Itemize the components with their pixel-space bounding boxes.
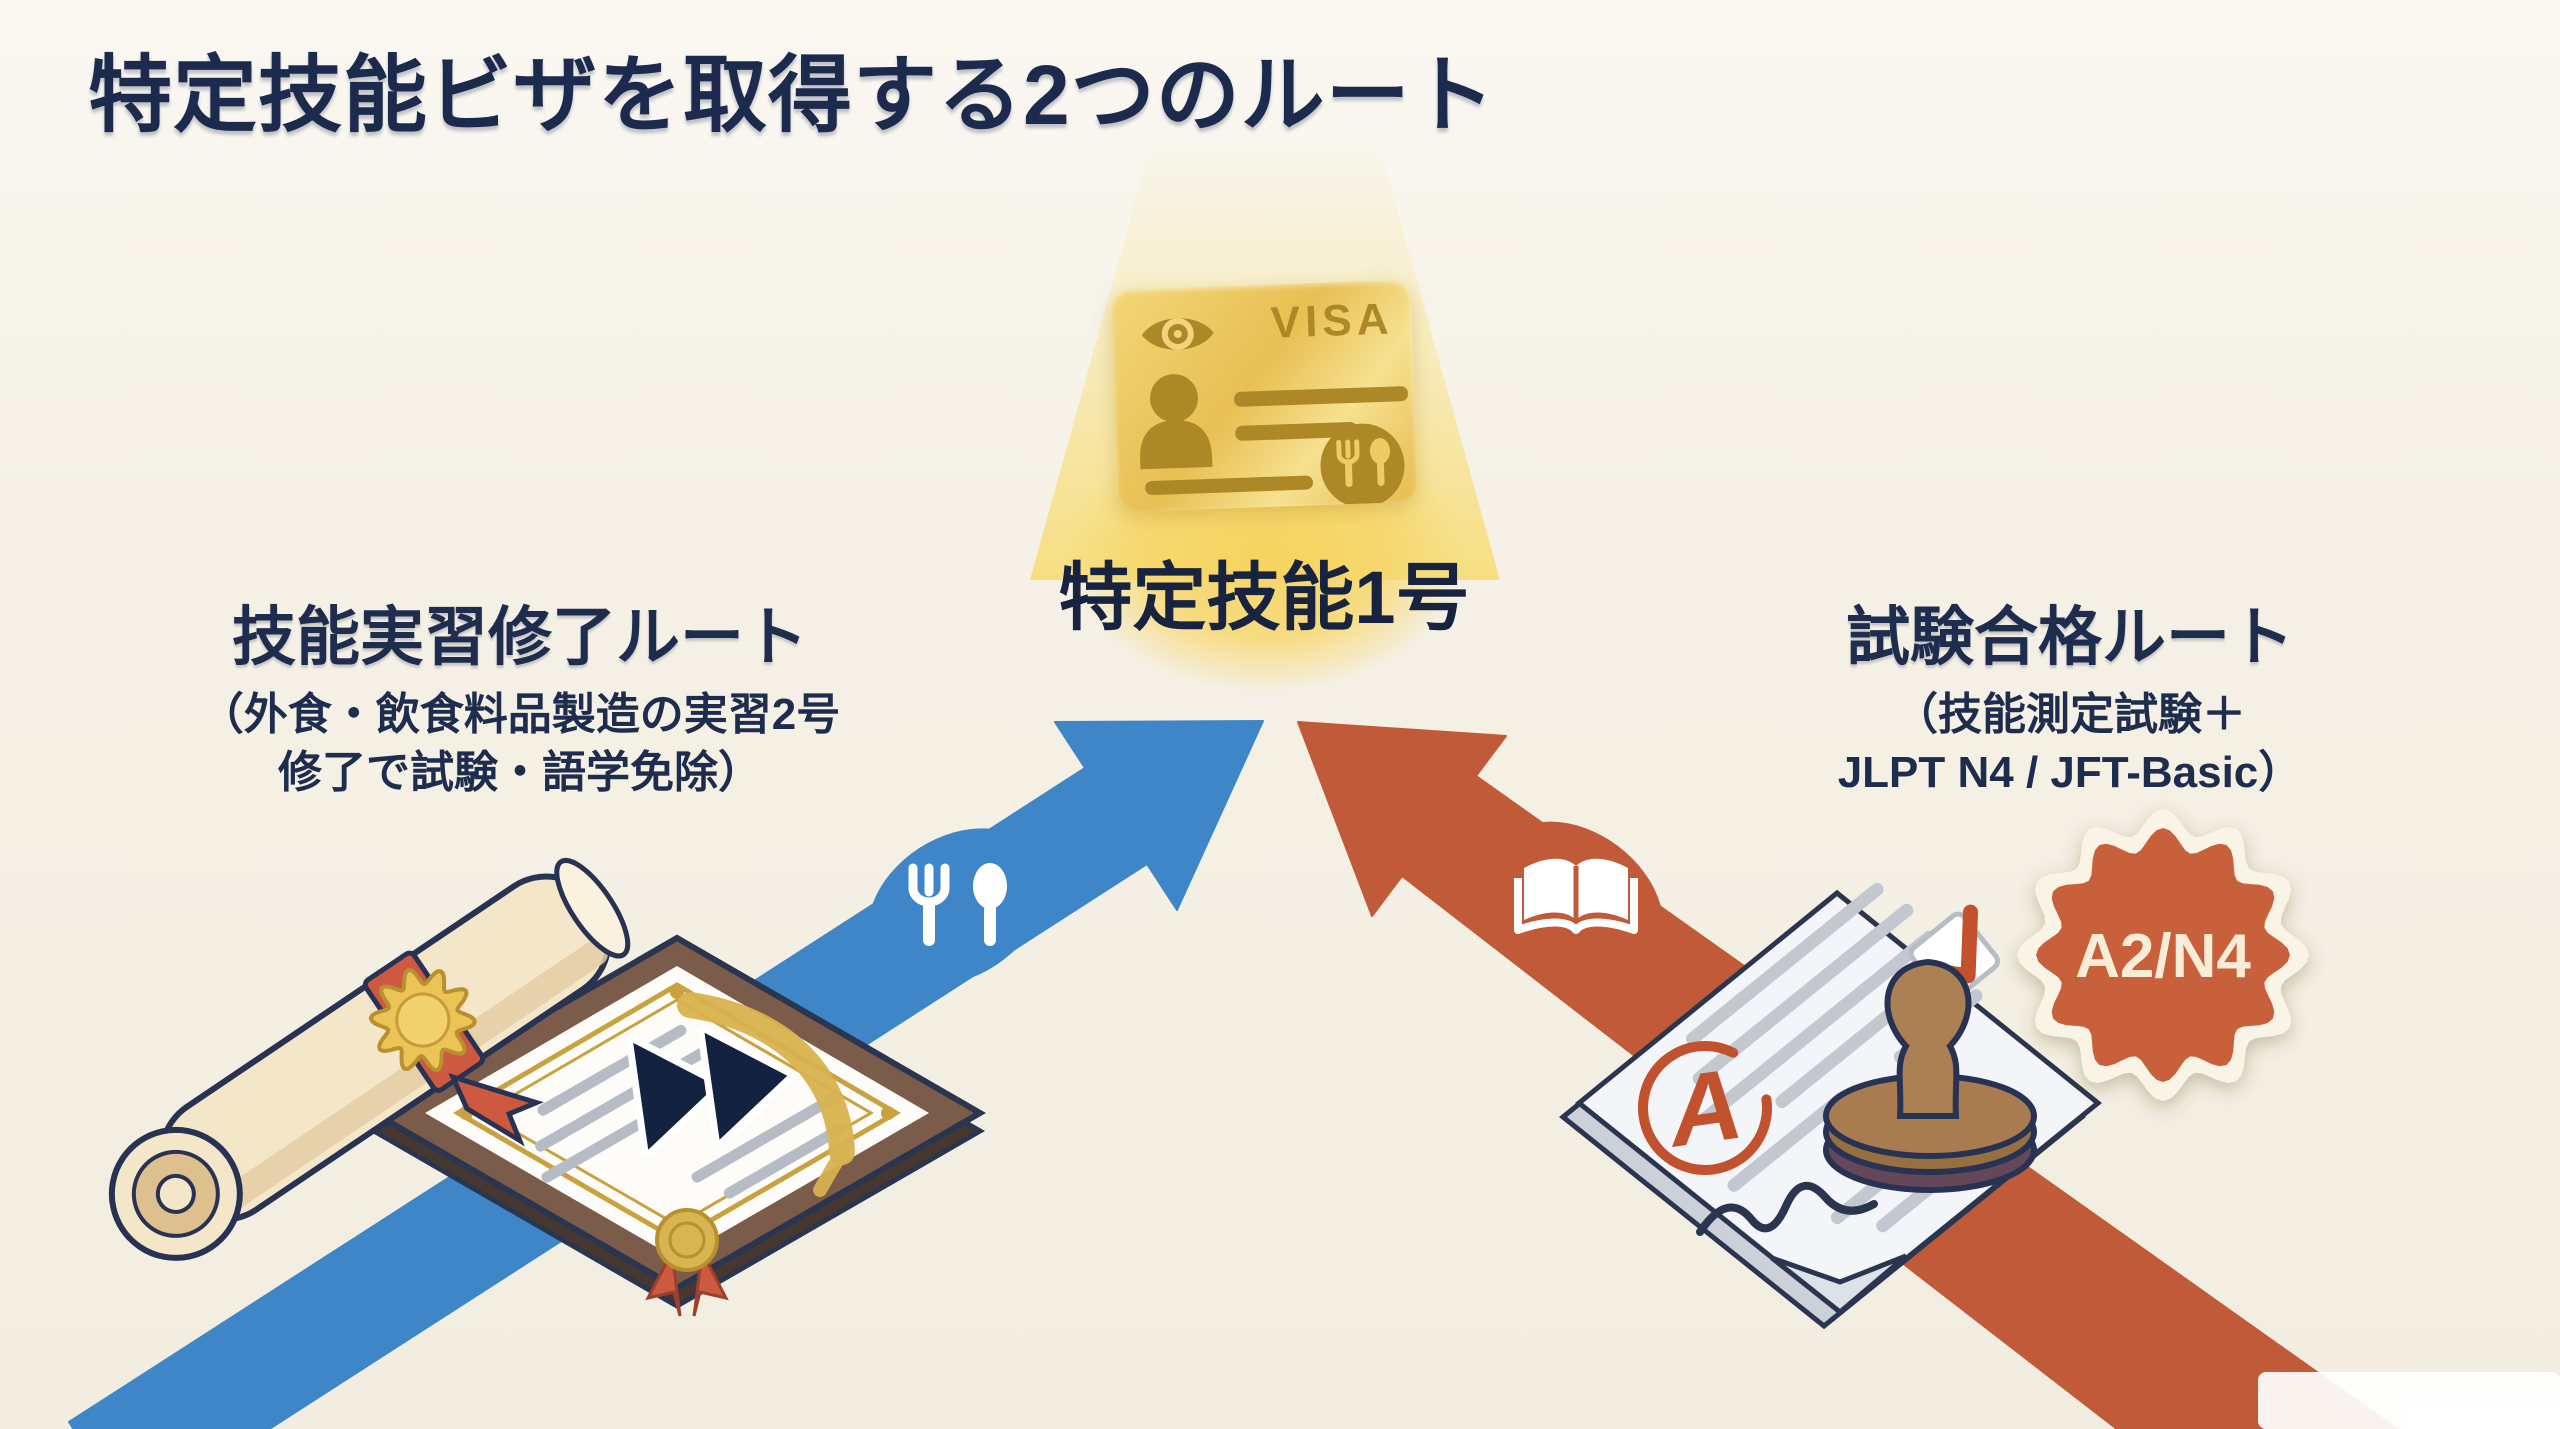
svg-text:A: A [1658, 1048, 1748, 1169]
visa-card-art [1140, 317, 1409, 508]
exam-paper-icon: A [1559, 882, 2102, 1330]
signature-squiggle [1696, 1181, 1878, 1236]
grade-a-icon: A [1638, 1041, 1772, 1175]
status-label: 特定技能1号 [1058, 556, 1470, 639]
badge-label: A2/N4 [2075, 922, 2251, 991]
right-route-title: 試験合格ルート [1846, 601, 2294, 673]
food-service-icon [1320, 423, 1405, 508]
left-route-label: 技能実習修了ルート （外食・飲食料品製造の実習2号 修了で試験・語学免除） [130, 586, 910, 802]
rubber-stamp-icon [1823, 958, 2037, 1193]
open-book-icon [1488, 821, 1664, 983]
passport-emblem-icon [1141, 317, 1214, 350]
right-route-subtitle-line1: （技能測定試験＋ [1894, 690, 2246, 739]
person-photo-icon [1140, 374, 1213, 470]
rosette-badge-icon: A2/N4 [2017, 809, 2309, 1101]
right-route-subtitle-line2: JLPT N4 / JFT-Basic） [1837, 748, 2303, 798]
diploma-scroll-icon [108, 857, 631, 1261]
left-route-title: 技能実習修了ルート [232, 601, 808, 673]
left-route-subtitle-line2: 修了で試験・語学免除） [278, 748, 762, 798]
visa-card-word: VISA [1269, 294, 1395, 348]
left-route-subtitle-line1: （外食・飲食料品製造の実習2号 [199, 690, 841, 739]
corner-watermark-patch-2 [2404, 1404, 2560, 1429]
right-route-subtitle: （技能測定試験＋ JLPT N4 / JFT-Basic） [1690, 686, 2450, 802]
folded-corner [1770, 1253, 1908, 1316]
right-route-label: 試験合格ルート （技能測定試験＋ JLPT N4 / JFT-Basic） [1690, 586, 2450, 802]
visa-card-icon: VISA [1110, 279, 1418, 513]
page-title: 特定技能ビザを取得する2つのルート [88, 48, 1496, 142]
card-text-lines [1145, 386, 1409, 495]
left-route-subtitle: （外食・飲食料品製造の実習2号 修了で試験・語学免除） [130, 686, 910, 802]
fork-and-spoon-icon [867, 828, 1047, 986]
certificate-seal-icon [645, 1208, 729, 1317]
fast-forward-icon [626, 1025, 795, 1157]
